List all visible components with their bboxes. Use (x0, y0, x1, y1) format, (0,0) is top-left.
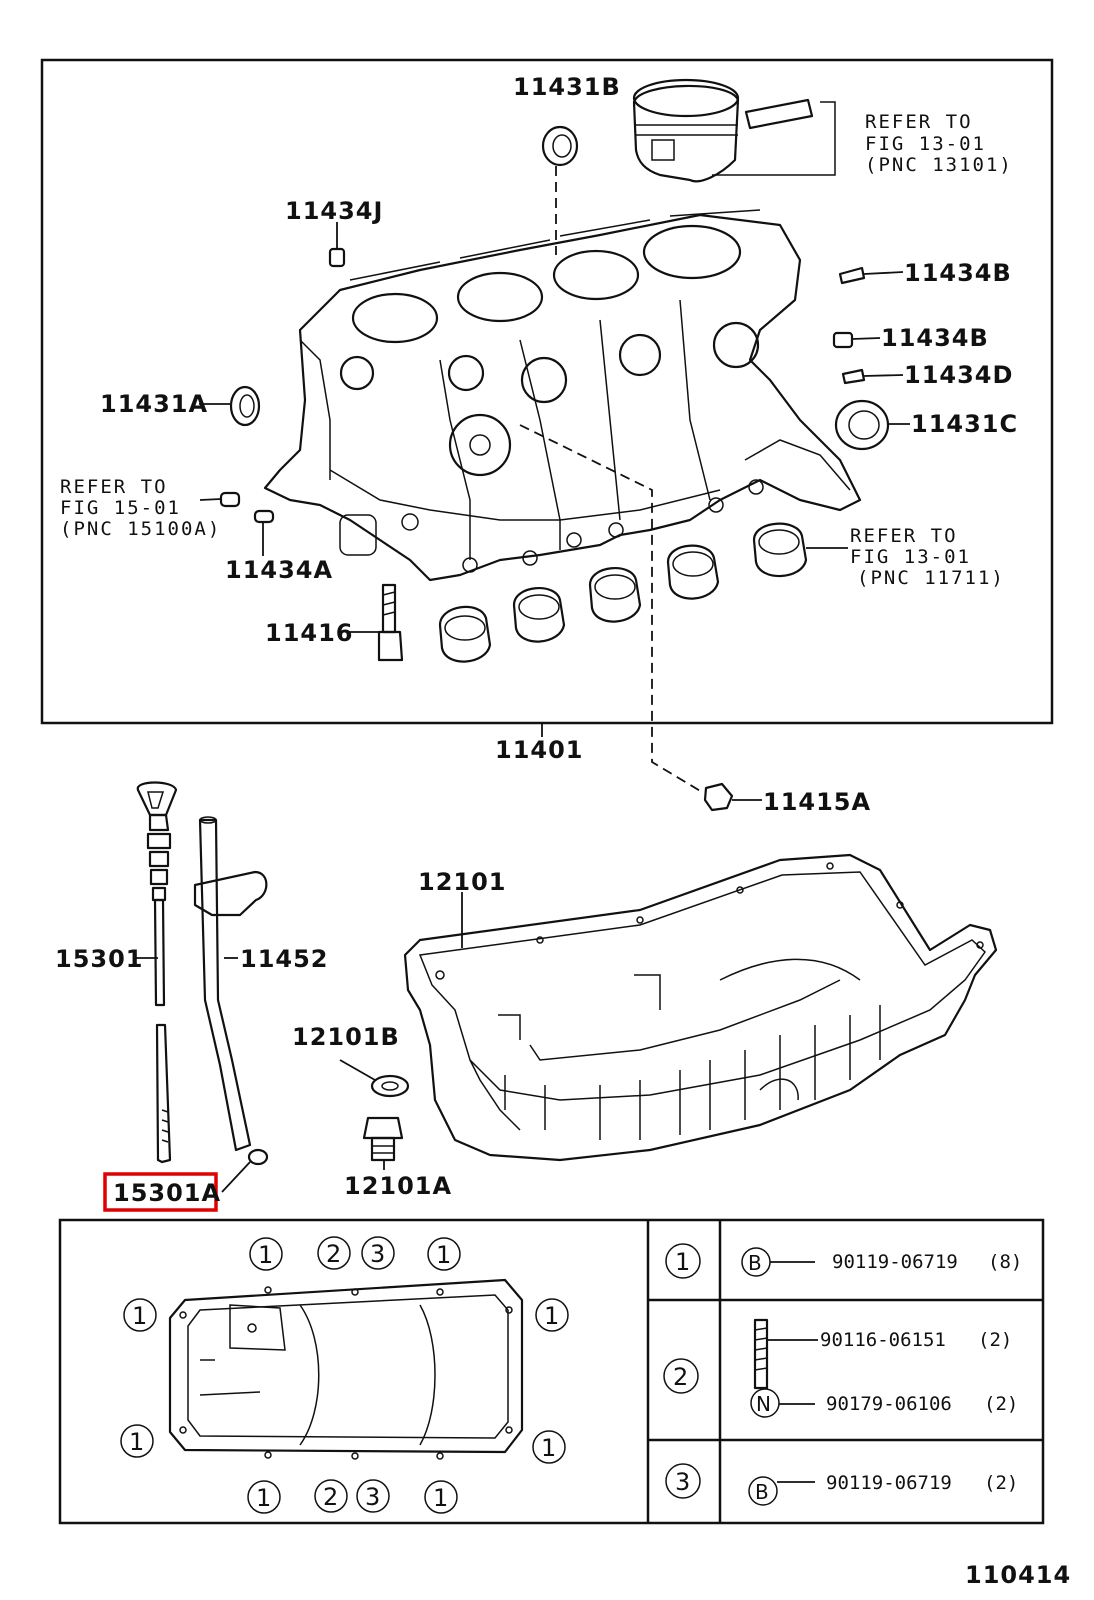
bolt-callouts: 1 2 3 1 1 1 1 1 1 2 3 1 (120, 1236, 569, 1514)
pin-11434d (841, 368, 866, 385)
bolt-map-frame (58, 1218, 1045, 1525)
cylinder-block-illustration (263, 209, 862, 582)
dipstick-15301 (136, 781, 178, 1164)
svg-text:1: 1 (541, 1434, 556, 1462)
svg-text:1: 1 (256, 1484, 271, 1512)
svg-text:(8): (8) (988, 1251, 1022, 1273)
bolt-11416 (377, 583, 404, 662)
ref-piston-line1: REFER TO (865, 111, 973, 133)
svg-text:N: N (756, 1392, 771, 1416)
label-11416: 11416 (265, 619, 354, 647)
label-11431a: 11431A (100, 390, 208, 418)
label-11434b-lower: 11434B (881, 324, 989, 352)
highlight-box-15301a (103, 1172, 218, 1212)
svg-text:3: 3 (675, 1468, 690, 1496)
label-11434b-upper: 11434B (904, 259, 1012, 287)
svg-text:2: 2 (326, 1240, 341, 1268)
figure-number: 110414 (965, 1561, 1071, 1589)
piston-illustration (632, 78, 836, 183)
label-12101: 12101 (418, 868, 507, 896)
label-12101a: 12101A (344, 1172, 452, 1200)
svg-text:(2): (2) (984, 1393, 1018, 1415)
svg-text:3: 3 (370, 1240, 385, 1268)
oil-pan-outline (168, 1278, 524, 1460)
seal-11431b (541, 125, 579, 255)
svg-text:3: 3 (365, 1483, 380, 1511)
pin-11434j (328, 247, 346, 268)
svg-text:1: 1 (258, 1241, 273, 1269)
svg-text:B: B (755, 1480, 769, 1504)
label-15301: 15301 (55, 945, 144, 973)
label-11401: 11401 (495, 736, 584, 764)
svg-text:1: 1 (436, 1241, 451, 1269)
ref-piston-line3: (PNC 13101) (865, 154, 1013, 176)
table-row-1: 1 B 90119-06719 (8) (665, 1243, 1022, 1279)
svg-text:2: 2 (323, 1483, 338, 1511)
svg-text:1: 1 (132, 1302, 147, 1330)
label-12101b: 12101B (292, 1023, 400, 1051)
pin-oilpump (219, 491, 241, 508)
svg-text:1: 1 (675, 1248, 690, 1276)
label-11431b: 11431B (513, 73, 621, 101)
svg-text:1: 1 (129, 1428, 144, 1456)
svg-text:90119-06719: 90119-06719 (826, 1472, 952, 1494)
ref-bearings-line2: FIG 13-01 (850, 546, 971, 568)
svg-text:90119-06719: 90119-06719 (832, 1251, 958, 1273)
svg-text:B: B (748, 1251, 762, 1275)
table-row-2: 2 90116-06151 (2) N 90179-06106 (2) (663, 1318, 1018, 1418)
ref-bearings-line1: REFER TO (850, 525, 958, 547)
table-row-3: 3 B 90119-06719 (2) (665, 1463, 1018, 1506)
dipstick-guide-11452 (193, 816, 268, 1152)
block-frame (40, 58, 1054, 725)
ref-oilpump-line2: FIG 15-01 (60, 497, 181, 519)
ref-bearings-line3: (PNC 11711) (857, 567, 1005, 589)
label-11434d: 11434D (904, 361, 1013, 389)
seal-11431c (834, 399, 890, 451)
label-11452: 11452 (240, 945, 329, 973)
svg-text:1: 1 (433, 1484, 448, 1512)
ref-piston-line2: FIG 13-01 (865, 133, 986, 155)
label-11415a: 11415A (763, 788, 871, 816)
pin-11434b-upper (838, 266, 866, 285)
seal-11431a (229, 385, 261, 427)
label-11434j: 11434J (285, 197, 383, 225)
gasket-12101b (370, 1074, 410, 1098)
svg-text:1: 1 (544, 1302, 559, 1330)
label-11434a: 11434A (225, 556, 333, 584)
pin-11434a (253, 509, 275, 524)
plug-11415a (703, 782, 734, 812)
crank-bearings (438, 522, 808, 663)
oring-15301a (247, 1148, 269, 1166)
oil-pan-illustration (403, 853, 998, 1162)
ref-oilpump-line3: (PNC 15100A) (60, 518, 221, 540)
label-11431c: 11431C (911, 410, 1018, 438)
svg-text:2: 2 (673, 1363, 688, 1391)
drain-plug-12101a (362, 1116, 404, 1162)
svg-text:(2): (2) (978, 1329, 1012, 1351)
svg-text:(2): (2) (984, 1472, 1018, 1494)
svg-text:90179-06106: 90179-06106 (826, 1393, 952, 1415)
svg-text:90116-06151: 90116-06151 (820, 1329, 946, 1351)
ref-oilpump-line1: REFER TO (60, 476, 168, 498)
pin-11434b-lower (832, 331, 854, 349)
label-15301a: 15301A (113, 1179, 221, 1207)
